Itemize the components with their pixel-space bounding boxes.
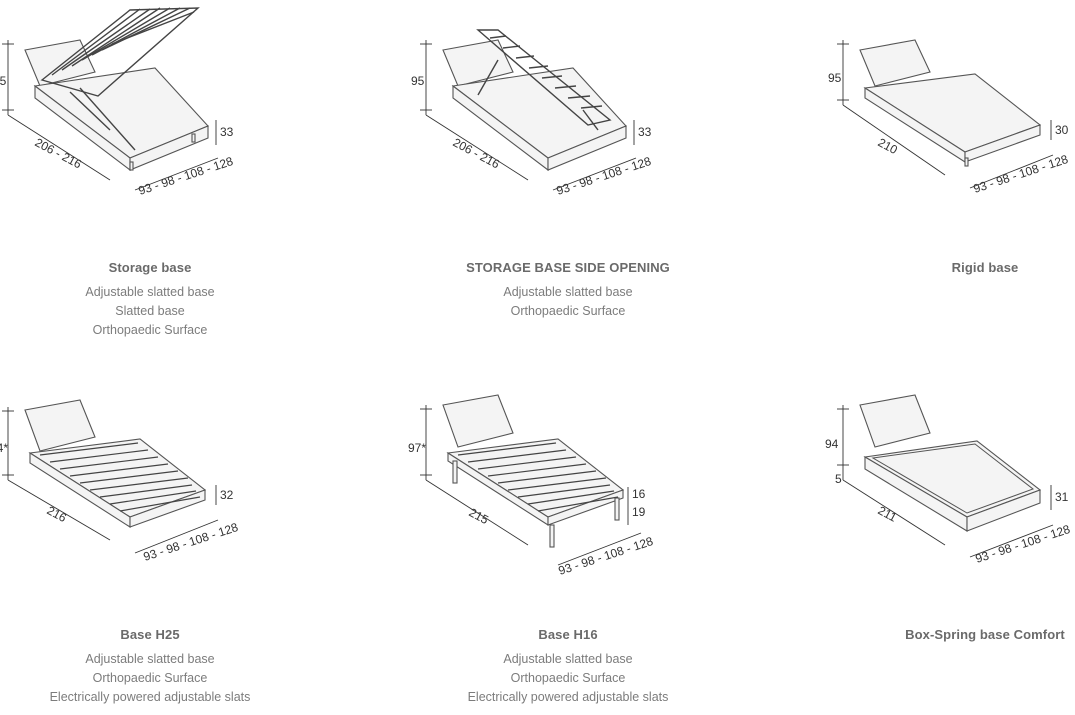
width-dimension: 93 - 98 - 108 - 128 [974,522,1073,566]
product-card-storage-base[interactable]: 95 33 206 - 216 93 - 98 - 108 - 128 Stor… [0,0,320,350]
width-dimension: 93 - 98 - 108 - 128 [142,520,241,564]
base-dimension: 33 [638,125,652,139]
length-dimension: 216 [45,503,70,525]
box-spring-base-comfort-drawing: 94 5 31 211 93 - 98 - 108 - 128 [825,394,1073,566]
feature-line: Electrically powered adjustable slats [467,690,669,704]
product-card-base-h16[interactable]: 97* 16 19 215 93 - 98 - 108 - 128 Base H… [398,365,738,715]
feature-line: Orthopaedic Surface [92,671,208,685]
leg-dimension: 19 [632,505,646,519]
base-dimension: 31 [1055,490,1069,504]
feature-line: Adjustable slatted base [503,285,633,299]
base-dimension: 32 [220,488,234,502]
feature-line: Slatted base [115,304,185,318]
product-card-base-h25[interactable]: 94* 32 216 93 - 98 - 108 - 128 Base H25 … [0,365,320,715]
feature-line: Adjustable slatted base [503,652,633,666]
storage-base-drawing: 95 33 206 - 216 93 - 98 - 108 - 128 [0,7,235,198]
feature-line: Orthopaedic Surface [92,323,208,337]
height-dimension: 95 [0,74,7,88]
product-card-box-spring-base-comfort[interactable]: 94 5 31 211 93 - 98 - 108 - 128 Box-Spri… [815,365,1075,715]
base-dimension: 30 [1055,123,1069,137]
product-card-storage-base-side-opening[interactable]: 95 33 206 - 216 93 - 98 - 108 - 128 STOR… [398,0,738,350]
product-title: Storage base [108,260,192,275]
width-dimension: 93 - 98 - 108 - 128 [972,152,1071,196]
base-h16-drawing: 97* 16 19 215 93 - 98 - 108 - 128 [408,394,656,578]
feature-line: Adjustable slatted base [85,285,215,299]
product-title: Rigid base [951,260,1019,275]
product-title: Box-Spring base Comfort [905,627,1065,642]
product-title: Base H16 [538,627,598,642]
product-title: Base H25 [120,627,180,642]
product-card-rigid-base[interactable]: 95 30 210 93 - 98 - 108 - 128 Rigid base [815,0,1075,350]
length-dimension: 206 - 216 [451,135,503,171]
height-dimension: 95 [828,71,842,85]
feature-line: Electrically powered adjustable slats [49,690,251,704]
height-dimension: 97* [408,441,426,455]
feature-line: Adjustable slatted base [85,652,215,666]
height-dimension: 95 [411,74,425,88]
height-dimension: 94* [0,441,8,455]
length-dimension: 211 [876,503,900,524]
gap-dimension: 5 [835,472,842,486]
base-dimension: 33 [220,125,234,139]
storage-base-side-opening-drawing: 95 33 206 - 216 93 - 98 - 108 - 128 [411,29,653,198]
feature-line: Orthopaedic Surface [510,671,626,685]
feature-line: Orthopaedic Surface [510,304,626,318]
height-dimension: 94 [825,437,839,451]
length-dimension: 210 [876,135,901,157]
base-h25-drawing: 94* 32 216 93 - 98 - 108 - 128 [0,399,241,564]
rigid-base-drawing: 95 30 210 93 - 98 - 108 - 128 [828,39,1071,196]
length-dimension: 206 - 216 [33,135,85,171]
base-dimension: 16 [632,487,646,501]
width-dimension: 93 - 98 - 108 - 128 [557,534,656,578]
product-title: STORAGE BASE SIDE OPENING [466,260,670,275]
